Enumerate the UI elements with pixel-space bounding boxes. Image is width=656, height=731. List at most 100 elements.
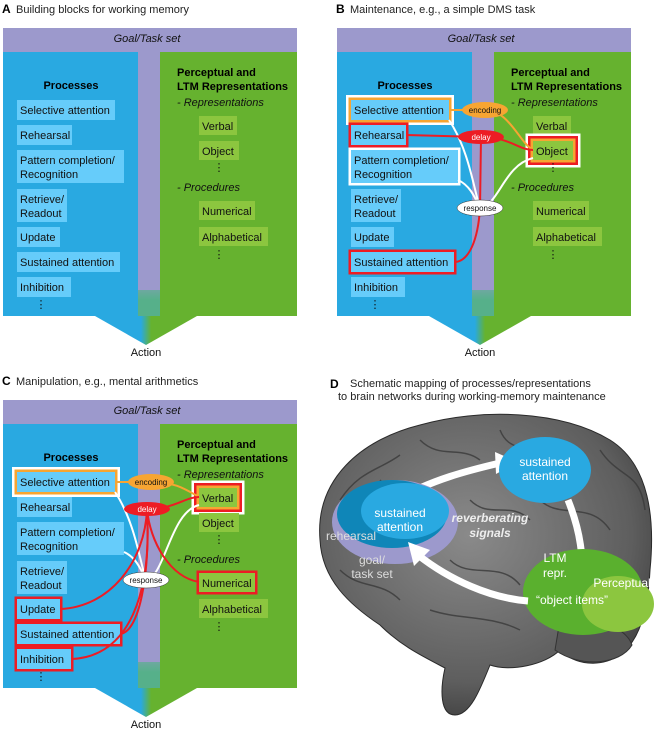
encoding-label: encoding bbox=[135, 478, 167, 487]
representation-box-label: Verbal bbox=[202, 493, 233, 505]
process-box-label: Pattern completion/ bbox=[354, 155, 450, 167]
goal-label: task set bbox=[351, 567, 393, 581]
process-box-label: Retrieve/ bbox=[20, 194, 65, 206]
process-box-label: Inhibition bbox=[20, 654, 64, 666]
panel-title: Building blocks for working memory bbox=[16, 4, 190, 16]
procedure-box bbox=[199, 227, 268, 246]
process-box bbox=[17, 100, 115, 120]
process-box bbox=[351, 100, 449, 120]
process-box bbox=[17, 277, 71, 297]
response-label: response bbox=[130, 576, 163, 585]
process-box bbox=[351, 125, 406, 145]
process-box bbox=[17, 150, 124, 183]
procedure-box bbox=[533, 227, 602, 246]
process-box bbox=[17, 561, 67, 594]
process-box-label: Recognition bbox=[20, 169, 78, 181]
procedure-box-label: Alphabetical bbox=[202, 232, 262, 244]
procedure-box-label: Alphabetical bbox=[202, 604, 262, 616]
process-box-label: Pattern completion/ bbox=[20, 155, 116, 167]
procedures-label: - Procedures bbox=[177, 182, 240, 194]
process-box-label: Sustained attention bbox=[354, 257, 448, 269]
reverberating-label: reverberating bbox=[452, 511, 529, 525]
panel-letter: C bbox=[2, 374, 11, 388]
encoding-node bbox=[462, 102, 508, 118]
connector-line bbox=[59, 508, 148, 610]
representation-box-label: Verbal bbox=[536, 121, 567, 133]
process-box bbox=[17, 125, 72, 145]
process-box-label: Sustained attention bbox=[20, 257, 114, 269]
process-box-label: Rehearsal bbox=[354, 130, 404, 142]
processes-title: Processes bbox=[43, 80, 98, 92]
encoding-label: encoding bbox=[469, 106, 501, 115]
procedure-box bbox=[199, 573, 255, 592]
representation-box bbox=[533, 141, 573, 160]
representations-title: LTM Representations bbox=[177, 81, 288, 93]
procedure-box-label: Alphabetical bbox=[536, 232, 596, 244]
ellipsis: ⋮ bbox=[214, 162, 225, 174]
action-arrow bbox=[95, 316, 197, 345]
procedure-box-label: Numerical bbox=[202, 578, 252, 590]
process-box bbox=[17, 497, 72, 517]
process-box bbox=[351, 252, 454, 272]
ellipsis: ⋮ bbox=[214, 621, 225, 633]
procedures-label: - Procedures bbox=[177, 554, 240, 566]
frontal-label: attention bbox=[377, 520, 423, 534]
ellipsis: ⋮ bbox=[214, 249, 225, 261]
representations-column bbox=[160, 52, 297, 316]
ltm-label: LTM bbox=[543, 551, 566, 565]
representation-box bbox=[199, 141, 239, 160]
process-box bbox=[17, 227, 60, 247]
representations-label: - Representations bbox=[177, 97, 264, 109]
rehearsal-label: rehearsal bbox=[326, 529, 376, 543]
arrow-posterior-to-frontal bbox=[408, 542, 529, 605]
action-arrow bbox=[429, 316, 531, 345]
ellipsis: ⋮ bbox=[548, 162, 559, 174]
representations-title: Perceptual and bbox=[177, 439, 256, 451]
processes-title: Processes bbox=[43, 452, 98, 464]
process-box bbox=[351, 277, 405, 297]
process-box-label: Recognition bbox=[20, 541, 78, 553]
representation-box bbox=[199, 513, 239, 532]
goal-label: Goal/Task set bbox=[114, 405, 182, 417]
goal-label: Goal/Task set bbox=[448, 33, 516, 45]
panel-title: Schematic mapping of processes/represent… bbox=[350, 378, 591, 390]
parietal-region: sustained attention bbox=[499, 437, 591, 503]
perceptual-label: Perceptual bbox=[593, 576, 650, 590]
process-box-label: Recognition bbox=[354, 169, 412, 181]
encoding-node bbox=[128, 474, 174, 490]
process-box-label: Update bbox=[20, 604, 55, 616]
delay-label: delay bbox=[137, 505, 156, 514]
panel-title: Manipulation, e.g., mental arithmetics bbox=[16, 376, 199, 388]
process-box-label: Inhibition bbox=[354, 282, 398, 294]
representation-box bbox=[199, 116, 237, 135]
representations-label: - Representations bbox=[511, 97, 598, 109]
ellipsis: ⋮ bbox=[548, 249, 559, 261]
procedure-box bbox=[533, 201, 589, 220]
process-box bbox=[17, 189, 67, 222]
representations-title: LTM Representations bbox=[177, 453, 288, 465]
process-box bbox=[17, 649, 71, 669]
ltm-label: repr. bbox=[543, 566, 567, 580]
representations-column bbox=[160, 424, 297, 688]
goal-label: goal/ bbox=[359, 553, 386, 567]
representation-box-label: Object bbox=[536, 146, 568, 158]
process-box-label: Update bbox=[354, 232, 389, 244]
panel-c: C Manipulation, e.g., mental arithmeticsG… bbox=[2, 374, 297, 731]
process-box bbox=[17, 472, 115, 492]
process-box bbox=[17, 624, 120, 644]
process-box-label: Readout bbox=[20, 208, 62, 220]
response-label: response bbox=[464, 204, 497, 213]
panel-title: to brain networks during working-memory … bbox=[338, 391, 606, 403]
panel-letter: B bbox=[336, 2, 345, 16]
panel-letter: A bbox=[2, 2, 11, 16]
parietal-label: attention bbox=[522, 469, 568, 483]
process-box-label: Rehearsal bbox=[20, 502, 70, 514]
action-label: Action bbox=[465, 347, 496, 359]
representations-title: LTM Representations bbox=[511, 81, 622, 93]
process-box-label: Retrieve/ bbox=[20, 566, 65, 578]
process-box-label: Retrieve/ bbox=[354, 194, 399, 206]
process-box-label: Selective attention bbox=[354, 105, 444, 117]
procedure-box-label: Numerical bbox=[202, 206, 252, 218]
process-box-label: Selective attention bbox=[20, 477, 110, 489]
